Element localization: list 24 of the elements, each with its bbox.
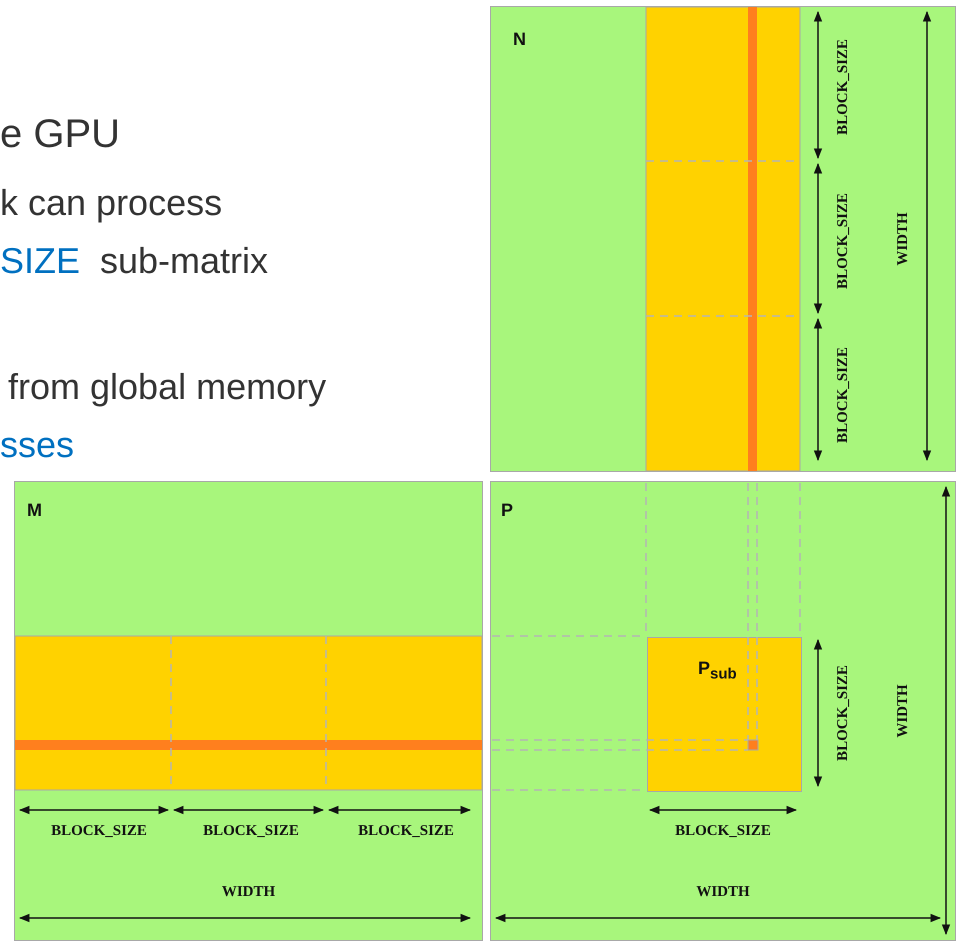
dimension-label: WIDTH	[222, 884, 276, 901]
dimension-label: BLOCK_SIZE	[203, 823, 299, 840]
matrix-name: N	[513, 29, 526, 50]
dimension-label: BLOCK_SIZE	[51, 823, 147, 840]
bullet-text: from global memory	[8, 366, 326, 408]
dimension-label: BLOCK_SIZE	[835, 193, 852, 289]
dimension-label: WIDTH	[696, 884, 750, 901]
matrix-name: M	[27, 500, 42, 521]
dimension-label: WIDTH	[895, 684, 912, 738]
keyword-text: SIZE	[0, 240, 80, 282]
matrix-box	[490, 481, 956, 941]
bullet-text: k can process	[0, 182, 222, 224]
keyword-text: sses	[0, 424, 74, 466]
matrix-name: P$_{sub}$	[698, 658, 737, 683]
bullet-text: sub-matrix	[100, 240, 268, 282]
dimension-label: BLOCK_SIZE	[835, 347, 852, 443]
dimension-label: BLOCK_SIZE	[835, 39, 852, 135]
dimension-label: BLOCK_SIZE	[835, 665, 852, 761]
sub-matrix-box	[647, 637, 802, 792]
bullet-text: e GPU	[0, 112, 120, 157]
matrix-name: P	[501, 500, 514, 521]
dimension-label: BLOCK_SIZE	[675, 823, 771, 840]
dimension-label: WIDTH	[895, 212, 912, 266]
dimension-label: BLOCK_SIZE	[358, 823, 454, 840]
